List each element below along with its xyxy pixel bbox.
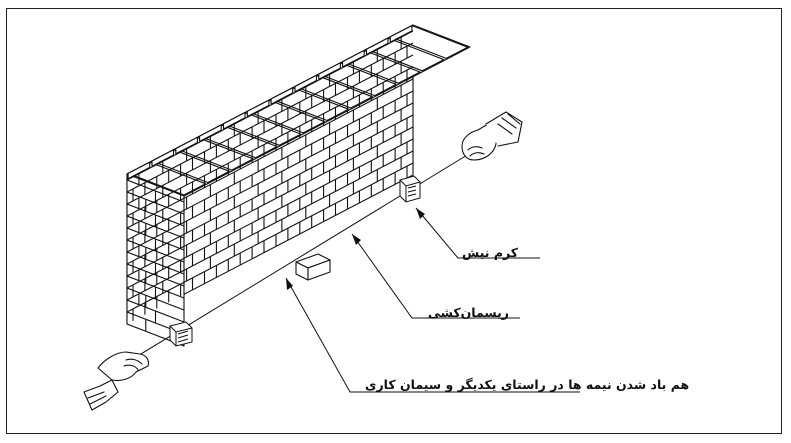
header-brick-front (175, 136, 198, 155)
wall-end-face (126, 173, 185, 347)
brick-wall (126, 24, 471, 347)
end-bed-joint (126, 239, 185, 263)
header-brick-front (294, 74, 318, 93)
header-brick-front (270, 87, 294, 105)
header-brick-front (365, 37, 389, 56)
left-hand-icon (83, 351, 150, 411)
label-karam-nish: کرم نیش (462, 245, 519, 260)
bed-joint (126, 114, 414, 265)
corner-block-icon (169, 321, 193, 347)
end-bed-joint (126, 191, 185, 215)
leader-arrows (286, 208, 425, 290)
end-bed-joint (126, 287, 185, 311)
leader-lines (285, 207, 580, 393)
bed-joint (126, 30, 414, 181)
brick-icon (295, 253, 331, 281)
label-ham-bad: هم باد شدن نیمه ها در راستای یکدیگر و سی… (365, 377, 690, 392)
header-brick-front (342, 49, 365, 68)
header-brick-front (389, 25, 413, 43)
header-brick-front (318, 62, 341, 80)
bed-joint (126, 162, 414, 313)
bed-joint (126, 150, 414, 301)
bed-joint (126, 78, 414, 229)
corner-block-icon (399, 175, 421, 203)
bed-joint (126, 126, 414, 277)
right-hand-icon (461, 111, 523, 161)
header-brick-front (199, 124, 222, 142)
bed-joint (126, 66, 414, 217)
label-rismankeshi: ریسمان‌کشی (428, 305, 509, 320)
header-brick-front (246, 99, 270, 118)
bed-joint (126, 54, 414, 205)
header-brick-front (151, 149, 175, 167)
bed-joint (126, 102, 414, 253)
header-brick-front (222, 111, 246, 130)
bed-joint (126, 90, 414, 241)
bed-joint (126, 42, 414, 193)
end-bed-joint (126, 215, 185, 239)
end-bed-joint (126, 263, 185, 287)
bed-joint (126, 138, 414, 289)
header-brick-front (127, 161, 151, 180)
